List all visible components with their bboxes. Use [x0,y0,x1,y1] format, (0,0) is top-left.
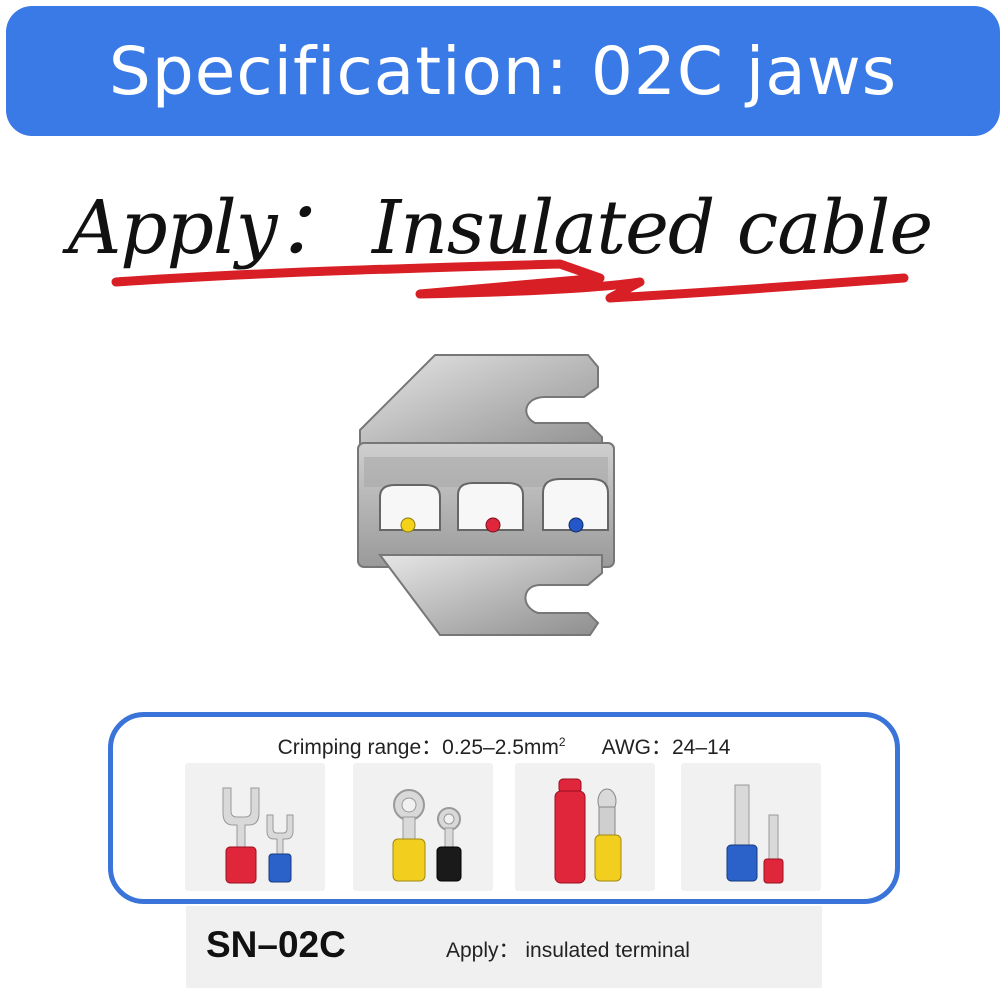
crimp-value: 0.25–2.5mm [442,736,559,759]
header-banner: Specification: 02C jaws [6,6,1000,136]
model-apply-text: Apply： insulated terminal [446,939,690,962]
crimping-range-line: Crimping range：0.25–2.5mm2 AWG：24–14 [113,731,895,761]
model-bar: SN–02C Apply： insulated terminal [186,906,822,988]
fork-terminal-image [185,763,325,891]
yellow-dot-icon [400,517,416,533]
red-underline-icon [111,259,909,303]
page-title: Specification: 02C jaws [108,32,898,110]
blue-dot-icon [568,517,584,533]
awg-value: 24–14 [671,736,731,759]
ring-terminal-image [353,763,493,891]
pin-terminal-image [681,763,821,891]
awg-label: AWG： [601,736,672,759]
spec-box: Crimping range：0.25–2.5mm2 AWG：24–14 [108,712,900,904]
crimp-unit-sup: 2 [558,735,566,749]
apply-heading: Apply： Insulated cable [67,185,933,271]
model-code: SN–02C [206,924,346,965]
crimp-label: Crimping range： [277,736,443,759]
red-dot-icon [485,517,501,533]
apply-section: Apply： Insulated cable [0,160,1000,330]
crimping-die-image [357,354,615,636]
bullet-connector-image [515,763,655,891]
